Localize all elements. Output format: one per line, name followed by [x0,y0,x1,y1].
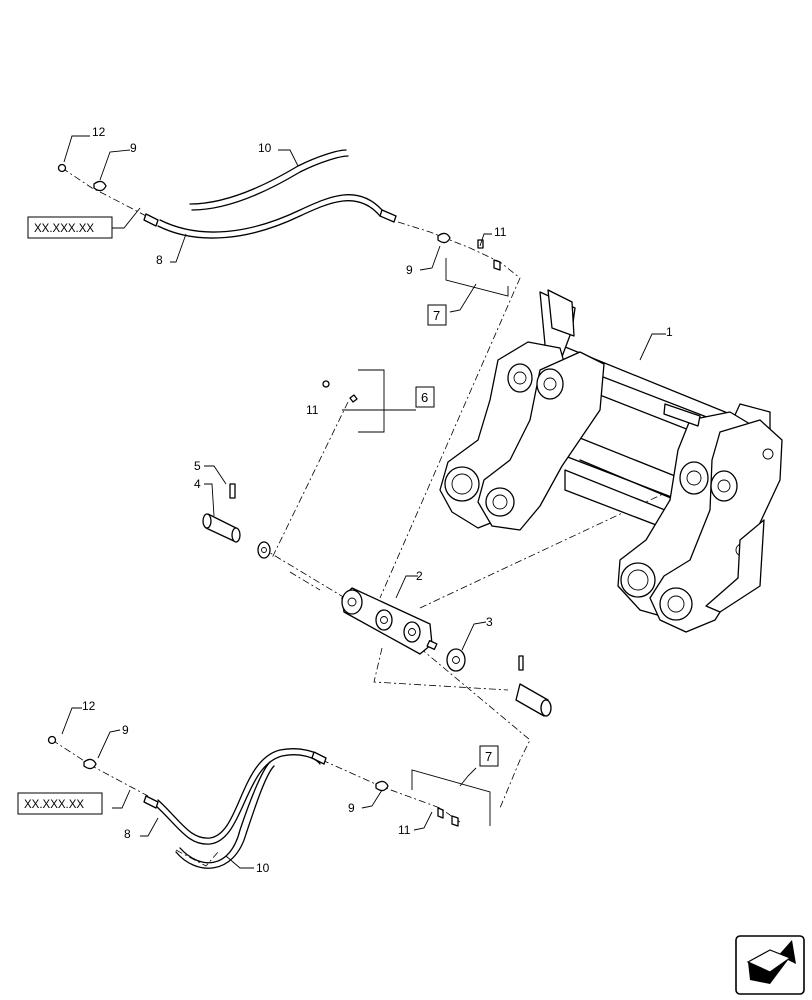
callout-8-bottom: 8 [124,827,131,841]
callout-11-top: 11 [494,225,507,239]
callout-9-top-left: 9 [130,141,137,155]
callout-9-bottom-right: 9 [348,801,355,815]
callout-6-label: 6 [421,390,428,405]
boxed-callout-7-top[interactable]: 7 [427,304,447,326]
reference-box-bottom-label: XX.XXX.XX [24,799,84,811]
boxed-callout-7-bottom[interactable]: 7 [479,745,499,767]
callout-2: 2 [416,569,423,583]
reference-box-bottom[interactable]: XX.XXX.XX [17,792,103,815]
hose-assembly-bottom [83,748,389,869]
callout-labels: 12 9 10 8 11 9 1 11 5 4 2 3 12 9 8 9 11 … [82,125,673,875]
fittings [47,163,501,827]
pin-and-clip-left [202,483,271,559]
reference-box-top-label: XX.XXX.XX [34,223,94,235]
callout-11-bottom: 11 [398,823,411,837]
callout-12-bottom: 12 [82,699,96,713]
boxed-callout-6[interactable]: 6 [415,386,435,408]
locking-cylinder [341,587,438,655]
hose-assembly-top [93,149,451,244]
assembly-lines [51,167,681,867]
pin-and-clip-right [446,648,552,717]
callout-7-bottom-label: 7 [485,749,492,764]
callout-12-top: 12 [92,125,106,139]
callout-4: 4 [194,477,201,491]
reference-box-top[interactable]: XX.XXX.XX [27,216,113,239]
bracket-group-7-bottom [411,769,491,826]
bracket-group-6 [358,369,385,433]
leader-lines [61,135,666,869]
bracket-group-7-top [445,258,509,297]
next-page-arrow-icon[interactable] [735,935,805,995]
callout-1: 1 [666,325,673,339]
callout-3: 3 [486,615,493,629]
callout-8-top: 8 [156,253,163,267]
coupler-frame [439,289,783,633]
callout-11-mid: 11 [306,403,319,417]
callout-5: 5 [194,459,201,473]
callout-9-bottom-left: 9 [122,723,129,737]
callout-9-top-right: 9 [406,263,413,277]
callout-10-top: 10 [258,141,272,155]
callout-10-bottom: 10 [256,861,270,875]
callout-7-top-label: 7 [433,308,440,323]
